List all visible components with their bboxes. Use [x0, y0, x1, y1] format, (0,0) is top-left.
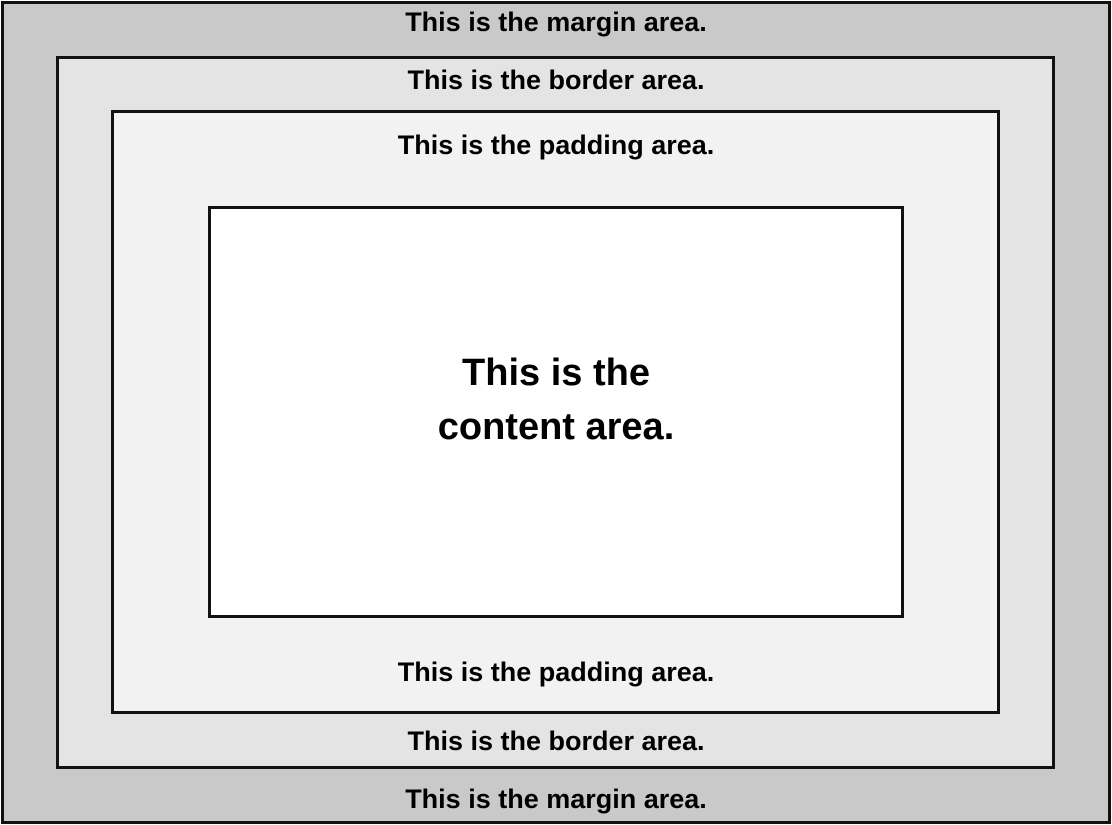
- content-label-line1: This is the: [462, 352, 650, 394]
- border-label-top: This is the border area.: [407, 65, 705, 95]
- content-label-line2: content area.: [437, 406, 675, 448]
- padding-label-top: This is the padding area.: [397, 130, 715, 160]
- content-area-box: [208, 206, 904, 618]
- margin-label-top: This is the margin area.: [405, 7, 707, 37]
- content-label: This is the content area.: [208, 346, 904, 454]
- border-label-bottom: This is the border area.: [407, 726, 705, 756]
- padding-label-bottom: This is the padding area.: [397, 657, 715, 687]
- margin-label-bottom: This is the margin area.: [405, 784, 707, 814]
